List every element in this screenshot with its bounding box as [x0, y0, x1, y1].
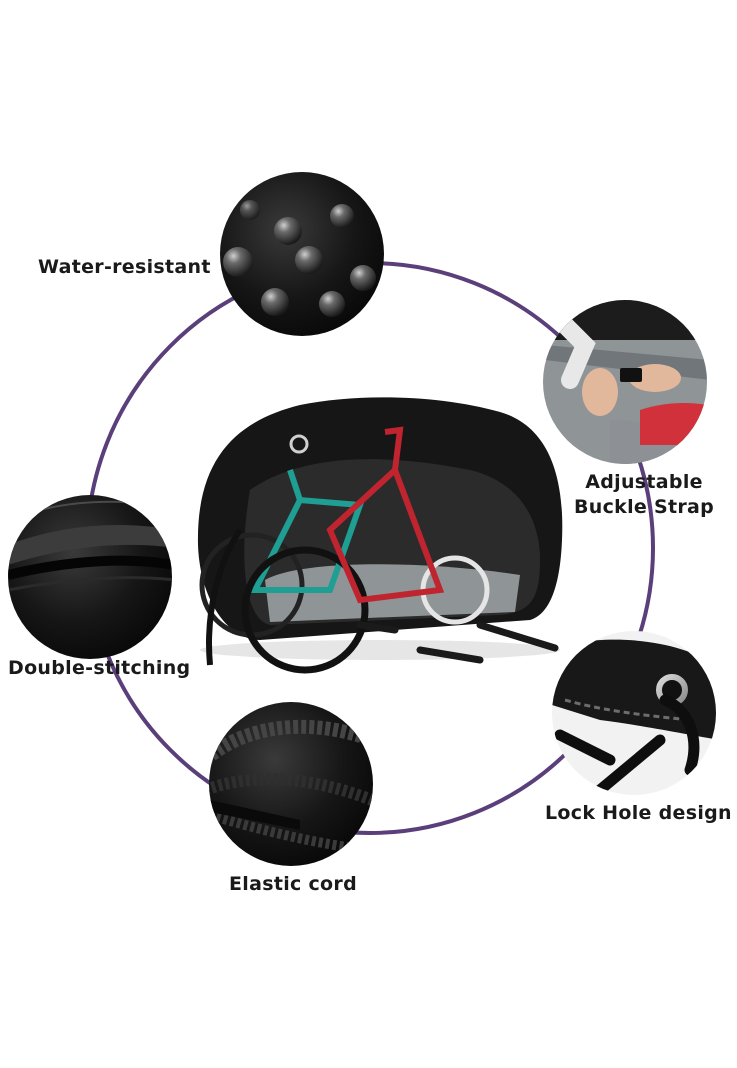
water-resistant-detail-image	[220, 172, 384, 336]
feature-label-buckle-line2: Buckle Strap	[574, 496, 715, 518]
feature-label-water-resistant: Water-resistant	[38, 256, 211, 278]
feature-label-buckle-line1: Adjustable	[585, 471, 703, 493]
feature-label-buckle-strap: Adjustable Buckle Strap	[574, 470, 714, 520]
bike-cover-main-image	[197, 397, 563, 674]
lock-hole-detail-image	[552, 631, 716, 795]
feature-label-lock-hole: Lock Hole design	[545, 802, 732, 824]
red-bicycle-icon	[241, 426, 490, 674]
lock-grommet-icon	[289, 434, 309, 454]
water-droplets-icon	[223, 200, 376, 317]
elastic-cord-detail-image	[209, 702, 373, 866]
feature-label-elastic-cord: Elastic cord	[229, 873, 357, 895]
buckle-strap-detail-image	[543, 300, 707, 464]
double-stitching-detail-image	[8, 495, 172, 659]
feature-label-double-stitching: Double-stitching	[8, 657, 191, 679]
buckle-icon	[620, 368, 642, 382]
stitching-seam-icon	[8, 500, 172, 592]
